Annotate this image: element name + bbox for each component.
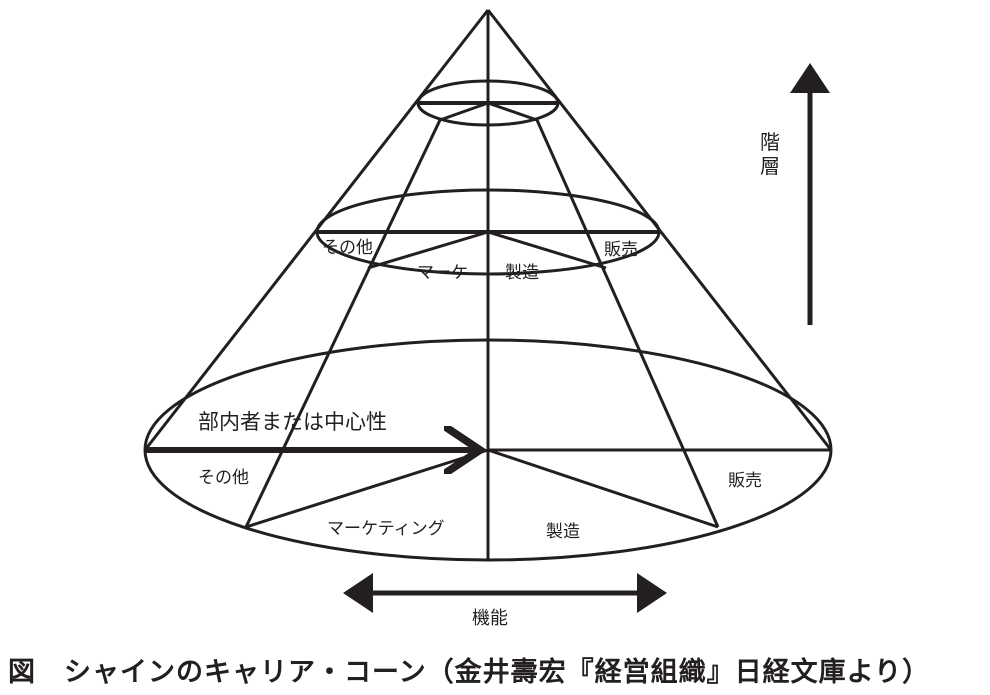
base-sales-label: 販売 [728, 471, 762, 491]
base-other-label: その他 [198, 468, 249, 488]
middle-level-ring [315, 188, 661, 276]
base-manufacturing-label: 製造 [546, 522, 580, 542]
mid-manufacturing-label: 製造 [505, 263, 539, 283]
figure-caption: 図 シャインのキャリア・コーン（金井壽宏『経営組織』日経文庫より） [8, 657, 931, 688]
inclusion-label: 部内者または中心性 [198, 410, 387, 434]
top-level-ring [416, 79, 560, 127]
hierarchy-label: 階層 [760, 130, 780, 178]
mid-other-label: その他 [322, 238, 373, 258]
base-marketing-label: マーケティング [327, 519, 445, 539]
function-label: 機能 [472, 608, 508, 629]
mid-sales-label: 販売 [604, 240, 638, 260]
mid-marketing-label: マーケ [417, 263, 468, 283]
